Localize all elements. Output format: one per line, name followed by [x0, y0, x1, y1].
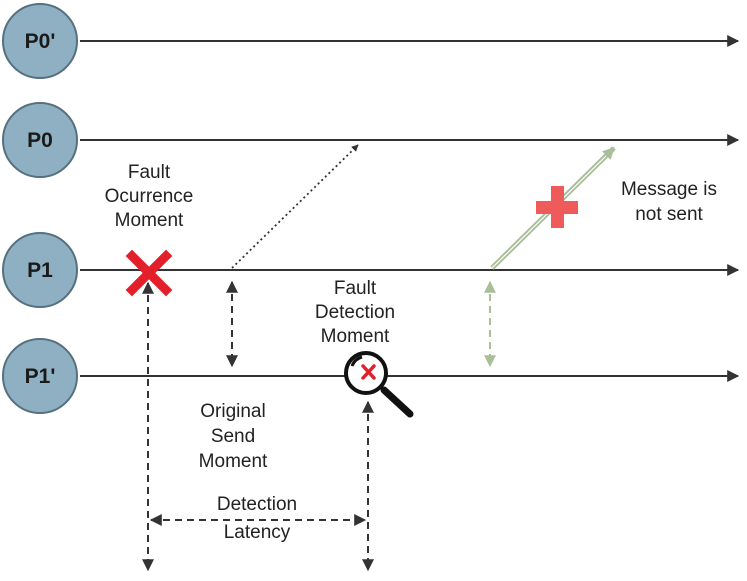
message-not-sent-label: Message is not sent — [621, 179, 717, 225]
svg-text:Fault: Fault — [334, 278, 377, 299]
process-label: P1 — [27, 259, 53, 282]
original-send-label: Original Send Moment — [199, 401, 268, 472]
svg-text:Ocurrence: Ocurrence — [105, 186, 194, 207]
svg-text:not sent: not sent — [635, 204, 703, 225]
svg-text:Moment: Moment — [199, 451, 268, 472]
x-mark-icon — [125, 249, 173, 297]
fault-occurrence-label: Fault Ocurrence Moment — [105, 162, 194, 231]
process-label: P0' — [25, 30, 56, 53]
svg-text:Moment: Moment — [115, 210, 184, 231]
process-node-p1: P1 — [2, 232, 78, 308]
svg-text:Original: Original — [200, 401, 265, 422]
process-label: P1' — [25, 365, 56, 388]
process-node-p1-prime: P1' — [2, 338, 78, 414]
svg-text:Moment: Moment — [321, 326, 390, 347]
process-node-p0: P0 — [2, 102, 78, 178]
svg-text:Send: Send — [211, 426, 255, 447]
svg-text:Message is: Message is — [621, 179, 717, 200]
detection-latency-label: Detection Latency — [217, 494, 297, 543]
original-message-arrow — [231, 144, 359, 269]
process-node-p0-prime: P0' — [2, 3, 78, 79]
fault-detection-label: Fault Detection Moment — [315, 278, 395, 347]
svg-text:Detection: Detection — [315, 302, 395, 323]
plus-icon — [536, 186, 578, 228]
svg-text:Detection: Detection — [217, 494, 297, 515]
process-label: P0 — [27, 129, 53, 152]
magnifier-icon — [344, 351, 414, 418]
svg-text:Latency: Latency — [224, 522, 291, 543]
svg-text:Fault: Fault — [128, 162, 171, 183]
